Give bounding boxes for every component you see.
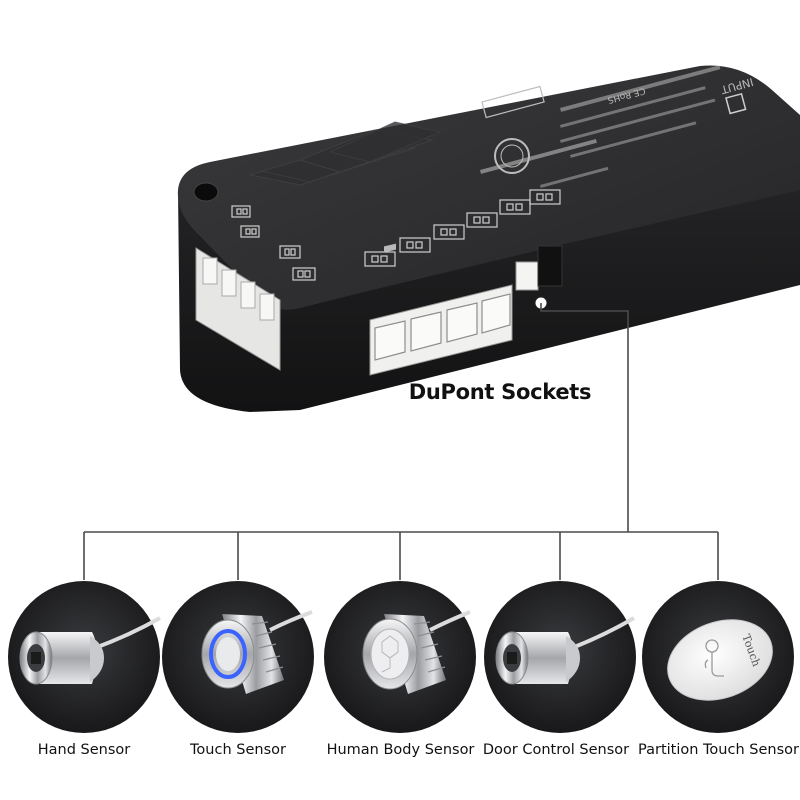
label-touch-sensor: Touch Sensor [190, 742, 286, 758]
hand-sensor-image [8, 581, 161, 733]
connector-lines [83, 303, 719, 580]
touch-ring-light [209, 629, 247, 679]
dupont-socket-row [369, 243, 563, 376]
mounting-hole [193, 182, 219, 202]
human-body-sensor-image [324, 581, 476, 733]
label-human-body-sensor: Human Body Sensor [326, 742, 475, 758]
label-door-control-sensor: Door Control Sensor [482, 742, 630, 758]
label-hand-sensor: Hand Sensor [37, 742, 131, 758]
dupont-sockets-callout: DuPont Sockets [408, 380, 592, 404]
door-control-sensor-image [484, 581, 636, 733]
partition-touch-sensor-image: Touch [642, 581, 794, 733]
heat-fins [249, 121, 442, 186]
side-sockets [195, 247, 281, 371]
device-printed-label [480, 65, 747, 188]
label-partition-touch-sensor: Partition Touch Sensor [638, 742, 799, 758]
touch-sensor-image [162, 581, 314, 733]
socket-icons [231, 189, 561, 281]
hand-touch-icon [704, 639, 724, 677]
driver-box: INPUT CE RoHS [177, 65, 800, 412]
